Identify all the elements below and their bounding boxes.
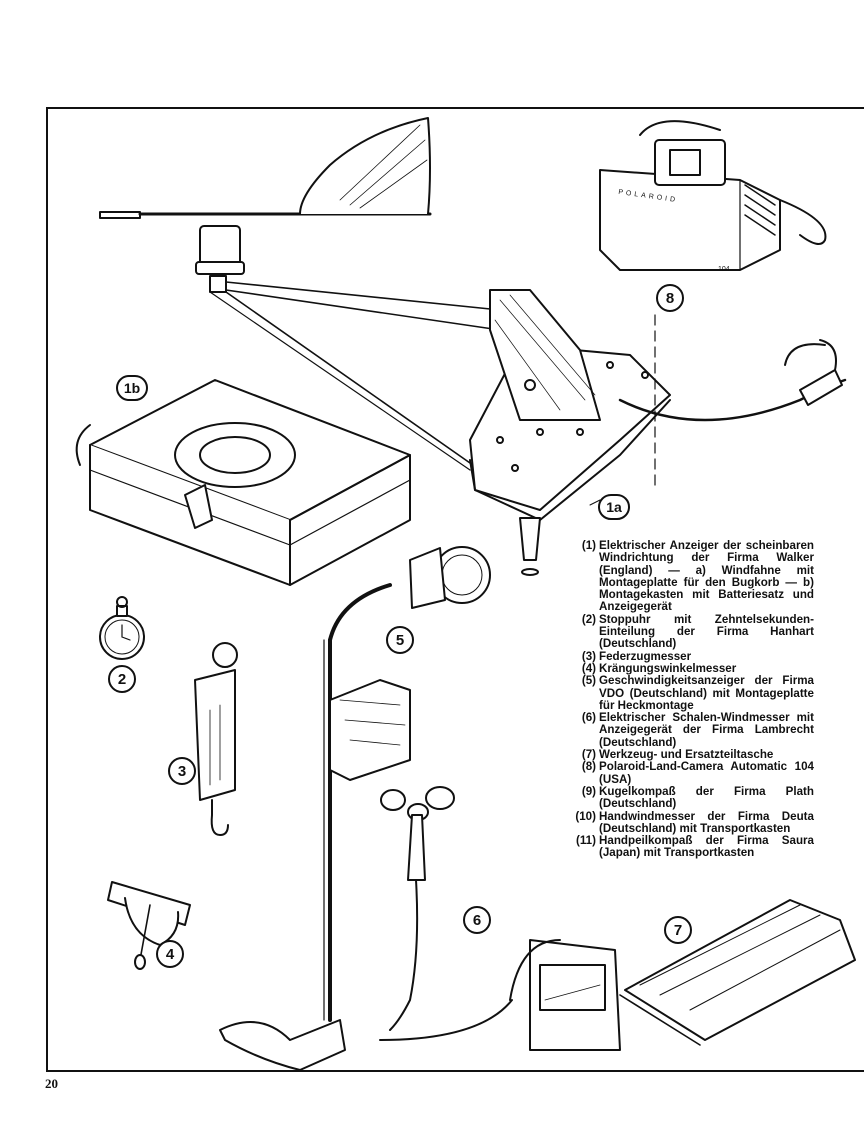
- marker-2: 2: [108, 665, 136, 693]
- wind-vane-drawing: [99, 117, 847, 576]
- mounting-box-drawing: [75, 379, 411, 586]
- legend-item: (6)Elektrischer Schalen-Windmesser mit A…: [566, 712, 814, 749]
- legend-text: Polaroid-Land-Camera Automatic 104 (USA): [599, 760, 814, 786]
- legend-item: (7)Werkzeug- und Ersatzteiltasche: [566, 748, 814, 762]
- legend-item: (3)Federzugmesser: [566, 649, 814, 663]
- legend-number: (6): [581, 711, 596, 725]
- marker-8: 8: [656, 284, 684, 312]
- stopwatch-drawing: [99, 596, 145, 660]
- marker-1a: 1a: [598, 494, 630, 520]
- marker-1b: 1b: [116, 375, 148, 401]
- legend-text: Elektrischer Anzeiger der scheinbaren Wi…: [599, 539, 814, 614]
- marker-6: 6: [463, 906, 491, 934]
- legend-number: (4): [581, 661, 596, 675]
- legend-item: (9)Kugelkompaß der Firma Plath (Deutschl…: [566, 784, 814, 811]
- legend-number: (7): [581, 748, 596, 762]
- marker-5: 5: [386, 626, 414, 654]
- legend-number: (2): [581, 612, 596, 626]
- legend-item: (8)Polaroid-Land-Camera Automatic 104 (U…: [566, 761, 814, 786]
- legend-item: (5)Geschwindigkeitsanzeiger der Firma VD…: [566, 675, 814, 712]
- legend-number: (5): [581, 674, 596, 688]
- legend-text: Geschwindigkeitsanzeiger der Firma VDO (…: [599, 674, 814, 712]
- legend-text: Werkzeug- und Ersatzteiltasche: [599, 748, 774, 762]
- spring-scale-drawing: [194, 642, 238, 836]
- marker-3: 3: [168, 757, 196, 785]
- legend-item: (2)Stoppuhr mit Zehntelsekunden-Einteilu…: [566, 612, 814, 651]
- page-number: 20: [45, 1076, 58, 1091]
- legend-item: (4)Krängungswinkelmesser: [566, 661, 814, 675]
- legend-text: Federzugmesser: [599, 649, 692, 663]
- legend-number: (9): [581, 784, 596, 798]
- illustration-frame: [46, 107, 864, 1072]
- legend-item: (10)Handwindmesser der Firma Deuta (Deut…: [566, 809, 814, 836]
- heel-meter-drawing: [107, 881, 191, 970]
- marker-7: 7: [664, 916, 692, 944]
- speedometer-drawing: [219, 546, 491, 1071]
- legend-number: (1): [581, 539, 596, 552]
- legend-text: Krängungswinkelmesser: [599, 661, 737, 675]
- legend-number: (8): [581, 760, 596, 774]
- legend-item: (11)Handpeilkompaß der Firma Saura (Japa…: [566, 835, 814, 860]
- marker-4: 4: [156, 940, 184, 968]
- legend-text: Handpeilkompaß der Firma Saura (Japan) m…: [599, 834, 814, 860]
- legend-text: Kugelkompaß der Firma Plath (Deutschland…: [599, 784, 814, 811]
- legend-number: (10): [575, 809, 596, 823]
- camera-model-label: 104: [718, 266, 730, 273]
- polaroid-camera-drawing: [599, 120, 827, 271]
- tool-bag-drawing: [619, 899, 856, 1046]
- legend-text: Elektrischer Schalen-Windmesser mit Anze…: [599, 711, 814, 749]
- legend-text: Handwindmesser der Firma Deuta (Deutschl…: [599, 809, 814, 835]
- legend-item: (1)Elektrischer Anzeiger der scheinbaren…: [566, 539, 814, 614]
- legend-list: (1)Elektrischer Anzeiger der scheinbaren…: [566, 539, 814, 860]
- legend-number: (3): [581, 649, 596, 663]
- legend-text: Stoppuhr mit Zehntelsekunden-Einteilung …: [599, 612, 814, 651]
- anemometer-drawing: [379, 786, 621, 1051]
- legend-number: (11): [576, 834, 596, 848]
